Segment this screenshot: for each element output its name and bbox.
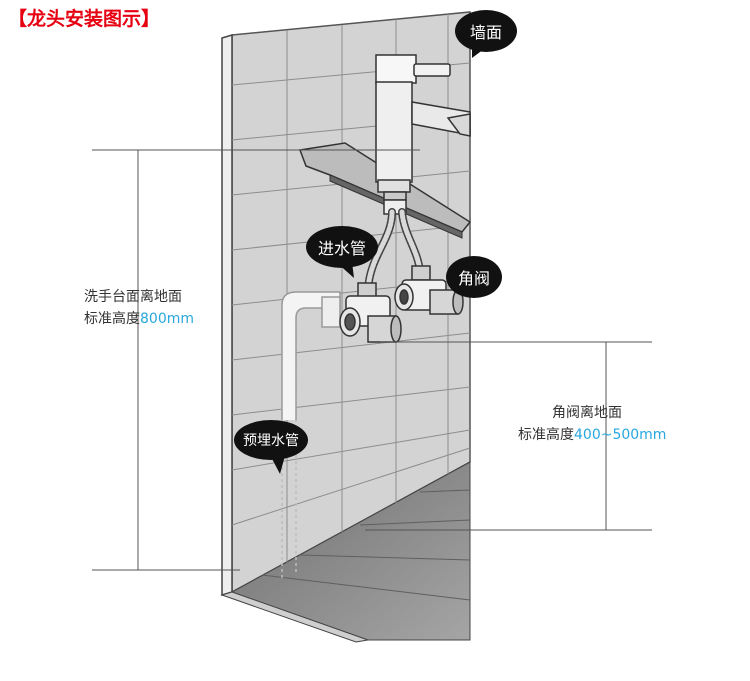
wall-label-text: 墙面	[469, 23, 502, 42]
angle-valve-label-text: 角阀	[457, 269, 490, 288]
basin-height-text: 洗手台面离地面 标准高度800mm	[84, 286, 194, 330]
valve-height-prefix: 标准高度	[518, 427, 574, 443]
pipe-elbow	[281, 291, 341, 420]
angle-valve-label: 角阀	[446, 256, 502, 298]
angle-valve-left	[339, 282, 402, 343]
wall-edge	[221, 33, 233, 597]
dimension-lines	[92, 149, 652, 571]
basin-height-value: 800mm	[140, 311, 194, 327]
page-title: 【龙头安装图示】	[8, 8, 161, 30]
valve-height-value: 400~500mm	[574, 427, 667, 443]
wall-label: 墙面	[455, 10, 517, 52]
embedded-pipe-label: 预埋水管	[234, 420, 308, 460]
embedded-pipe-label-text: 预埋水管	[243, 433, 299, 449]
floor-tile-lines	[261, 489, 471, 601]
floor-edge	[220, 591, 369, 643]
basin-height-line2: 标准高度800mm	[84, 308, 194, 330]
faucet	[375, 54, 471, 215]
valve-height-text: 角阀离地面 标准高度400~500mm	[518, 402, 666, 446]
angle-valve-right	[394, 265, 464, 315]
inlet-pipe-label-text: 进水管	[317, 239, 366, 258]
basin-height-prefix: 标准高度	[84, 311, 140, 327]
valve-height-line1: 角阀离地面	[552, 405, 622, 421]
inlet-pipe-label: 进水管	[306, 226, 378, 268]
basin-height-line1: 洗手台面离地面	[84, 289, 182, 305]
valve-height-line2: 标准高度400~500mm	[518, 424, 666, 446]
